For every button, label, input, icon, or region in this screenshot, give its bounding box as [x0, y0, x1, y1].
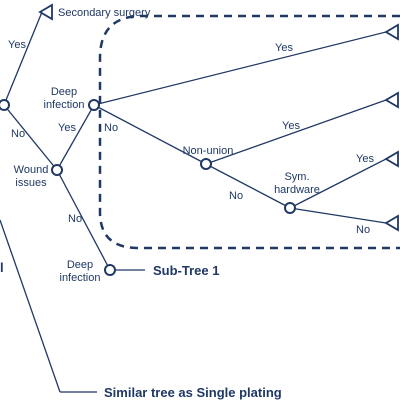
terminal-deep-yes: [384, 23, 399, 41]
edge-label-no-wound: No: [68, 213, 82, 225]
node-wound-issues: [51, 164, 63, 176]
label-deep-infection-top-line2: infection: [44, 99, 85, 111]
label-left-fragment: l: [0, 260, 4, 275]
dashed-subtree-boundary: [98, 14, 400, 250]
edge-label-yes-deep-top: Yes: [275, 42, 293, 54]
label-non-union: Non-union: [183, 145, 234, 157]
edge-wound-to-deep-top: [56, 104, 95, 171]
label-deep-infection-bottom-line1: Deep: [67, 259, 93, 271]
edge-wound-to-deep-bottom: [56, 169, 111, 271]
node-root: [0, 99, 10, 111]
terminal-nonunion-yes: [384, 91, 399, 109]
edge-nonunion-to-yes-leaf: [205, 99, 387, 165]
label-deep-infection-bottom-line2: infection: [60, 272, 101, 284]
edge-label-yes-wound: Yes: [58, 122, 76, 134]
label-deep-infection-top-line1: Deep: [51, 86, 77, 98]
node-deep-infection-top: [88, 99, 100, 111]
node-sym-hardware: [284, 202, 296, 214]
edge-root-to-secondary: [3, 11, 43, 106]
terminal-sym-yes: [384, 150, 399, 168]
edge-left-to-similar: [0, 219, 61, 393]
edge-label-no-sym: No: [356, 224, 370, 236]
edge-root-to-wound: [3, 104, 58, 171]
node-deep-infection-bottom: [104, 264, 116, 276]
edge-nonunion-to-sym: [205, 163, 291, 209]
label-secondary-surgery: Secondary surgery: [58, 7, 151, 19]
label-subtree: Sub-Tree 1: [153, 263, 219, 278]
terminal-sym-no: [384, 214, 399, 232]
edge-label-yes-sym: Yes: [356, 153, 374, 165]
edge-label-no-root: No: [11, 128, 25, 140]
terminal-secondary-surgery: [38, 3, 53, 21]
edge-label-yes-secondary: Yes: [8, 39, 26, 51]
edge-label-no-nonunion: No: [229, 190, 243, 202]
edge-label-yes-nonunion: Yes: [282, 120, 300, 132]
label-similar-tree: Similar tree as Single plating: [104, 385, 282, 400]
edge-deep-top-to-nonunion: [93, 104, 207, 165]
edge-deep-top-to-yes-leaf: [93, 31, 387, 106]
edge-sym-to-no-leaf: [289, 207, 387, 224]
label-wound-issues-line1: Wound: [14, 164, 49, 176]
edge-label-no-deep-top: No: [104, 122, 118, 134]
edge-sym-to-yes-leaf: [289, 158, 387, 209]
label-sym-hardware-line1: Sym.: [284, 171, 309, 183]
label-sym-hardware-line2: hardware: [274, 184, 320, 196]
label-wound-issues-line2: issues: [15, 177, 47, 189]
node-non-union: [200, 158, 212, 170]
